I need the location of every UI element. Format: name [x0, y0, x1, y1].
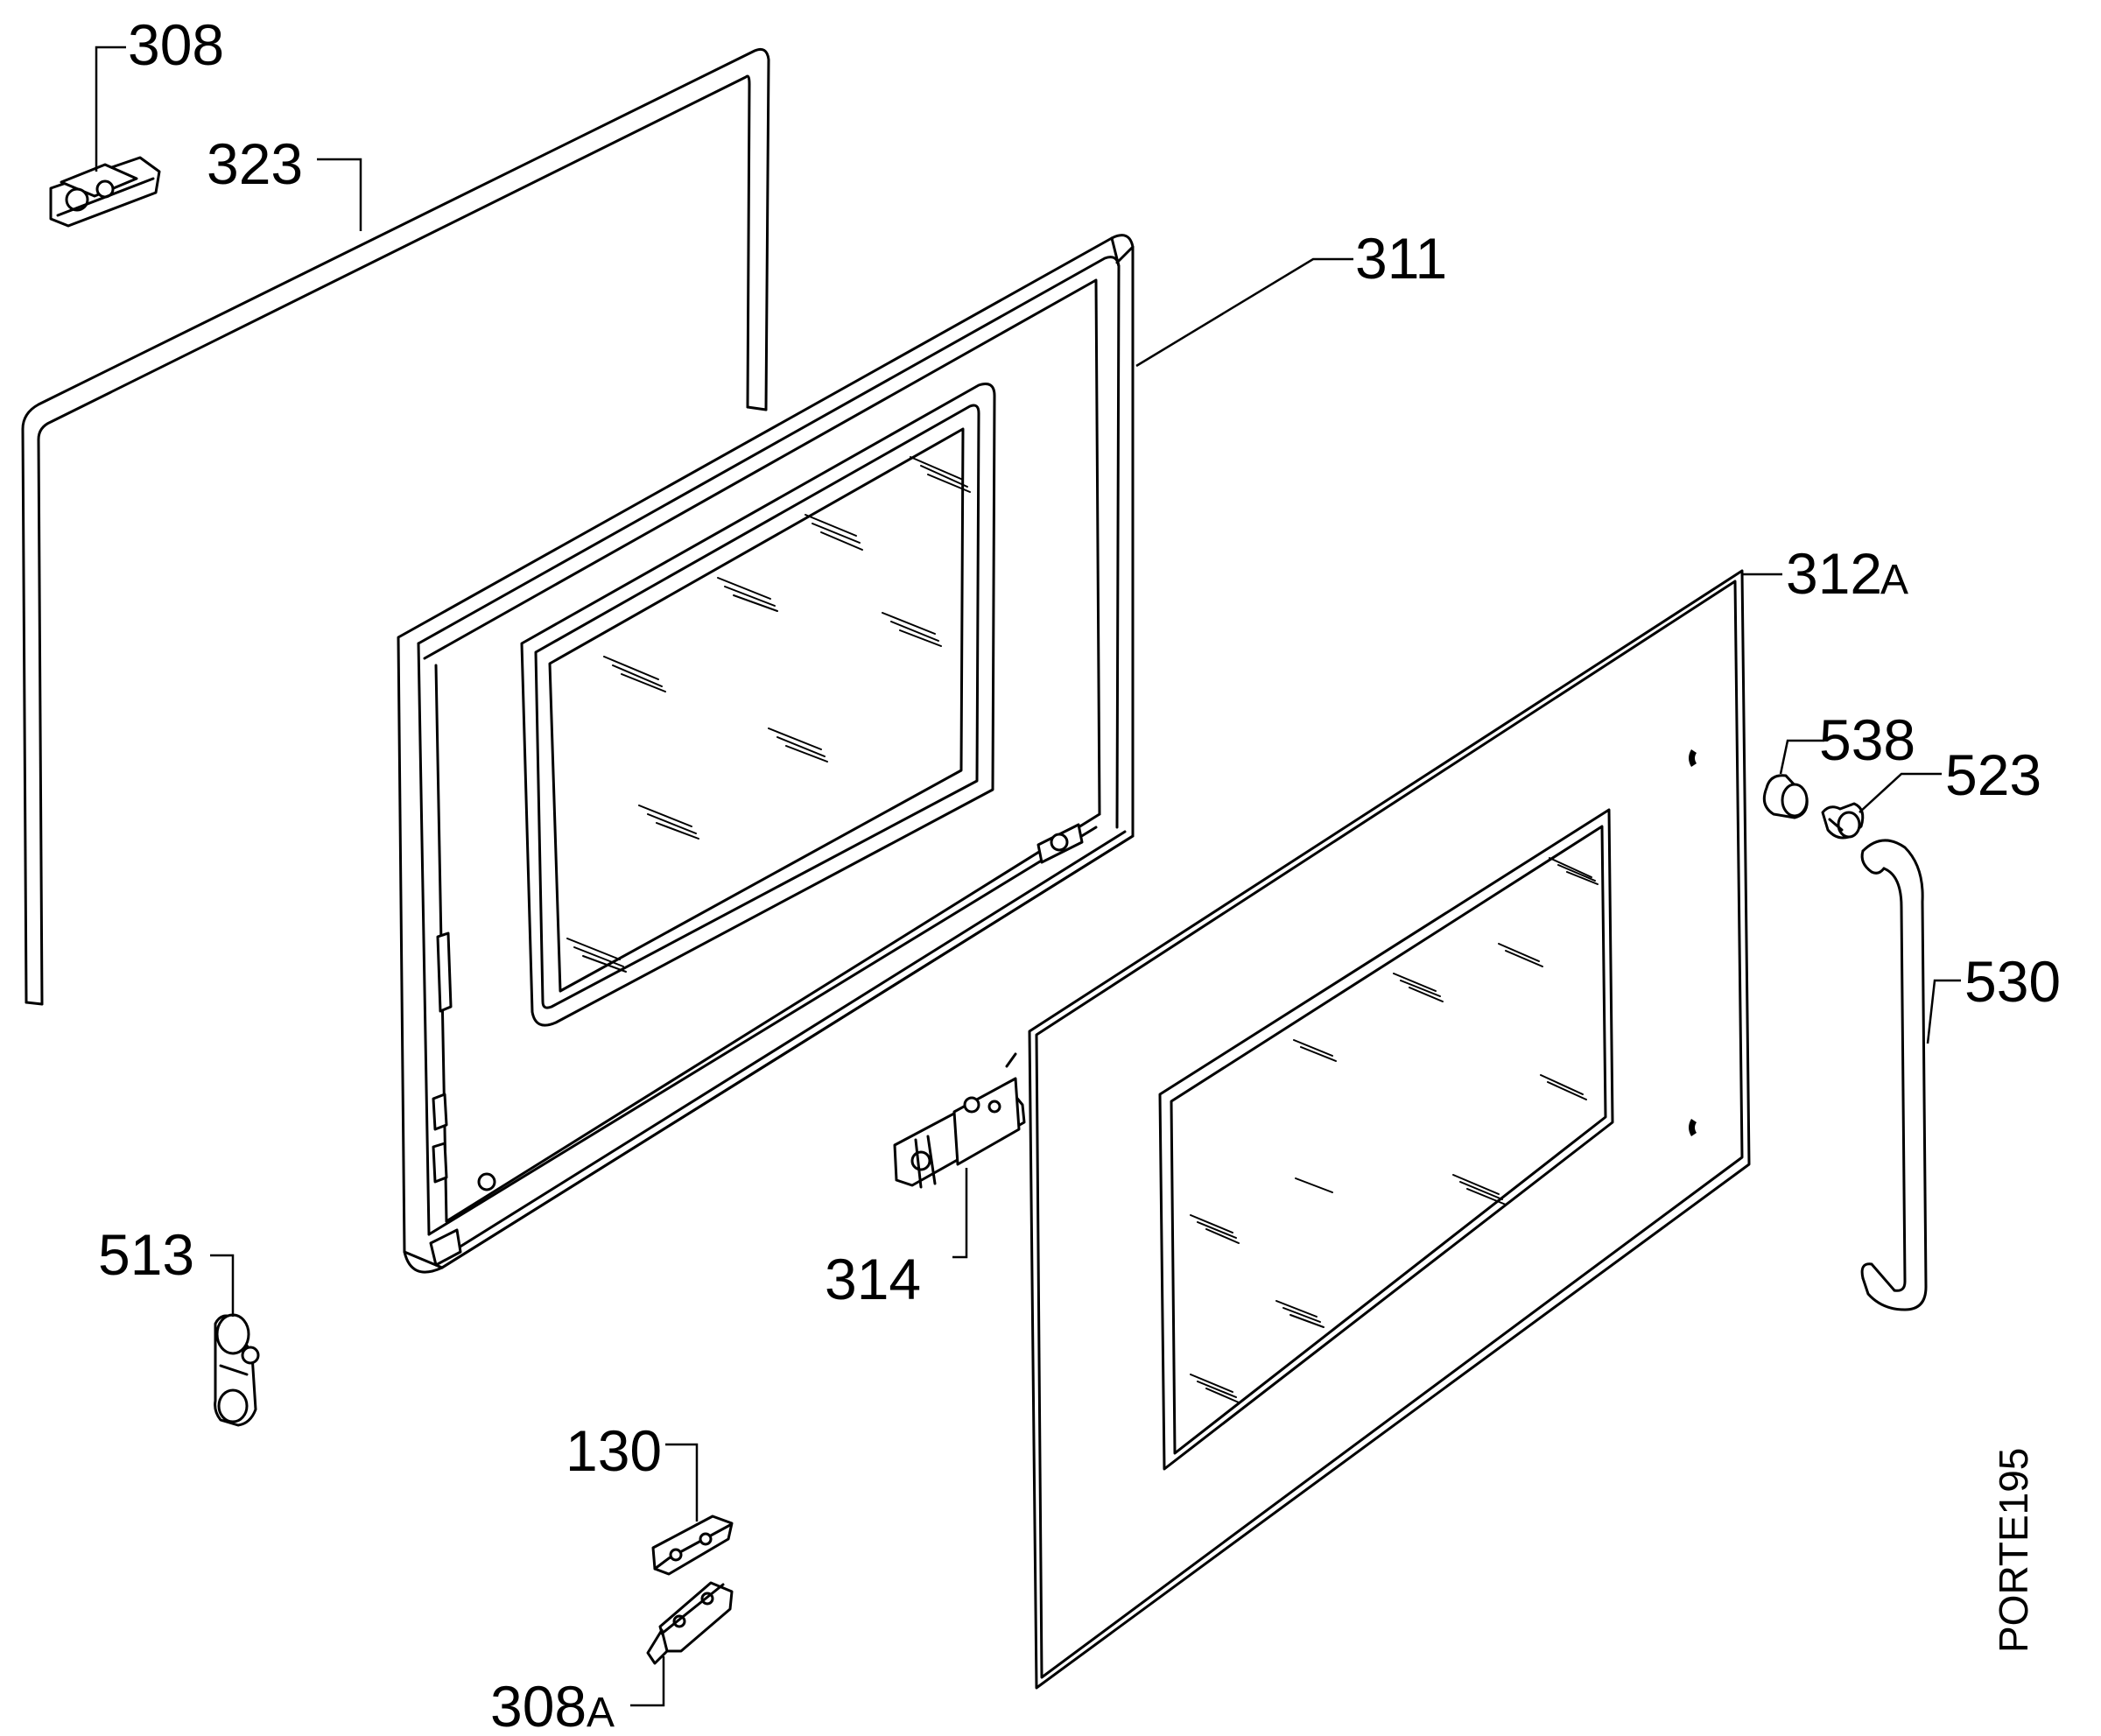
label-308: 308	[128, 12, 224, 77]
label-311: 311	[1355, 226, 1447, 291]
label-538: 538	[1819, 707, 1915, 772]
lower-hinge-308a	[646, 1581, 734, 1665]
label-530: 530	[1964, 949, 2061, 1014]
outer-glass-door-312a	[1028, 569, 1751, 1690]
label-312a-number: 312	[1786, 541, 1882, 606]
hinge-plate-314	[893, 1052, 1026, 1189]
inner-door-frame-311	[397, 234, 1135, 1274]
cap-538	[1762, 774, 1809, 819]
label-314: 314	[825, 1247, 921, 1311]
label-308a-suffix: A	[587, 1690, 615, 1736]
bushing-523	[1821, 802, 1865, 840]
label-308a: 308 A	[490, 1674, 615, 1736]
door-handle-530	[1860, 839, 1928, 1311]
label-312a-suffix: A	[1880, 557, 1908, 603]
door-catch-513	[214, 1313, 260, 1427]
label-323: 323	[207, 131, 303, 196]
label-130: 130	[566, 1418, 662, 1483]
label-523: 523	[1945, 742, 2041, 807]
plate-130	[651, 1515, 734, 1576]
door-seal-323	[21, 47, 770, 1006]
label-513: 513	[98, 1222, 194, 1287]
label-308a-number: 308	[490, 1674, 587, 1736]
label-312a: 312 A	[1786, 541, 1908, 606]
drawing-code: PORTE195	[1991, 1448, 2036, 1653]
top-hinge-308	[49, 156, 161, 228]
leader-lines	[95, 46, 1961, 1707]
